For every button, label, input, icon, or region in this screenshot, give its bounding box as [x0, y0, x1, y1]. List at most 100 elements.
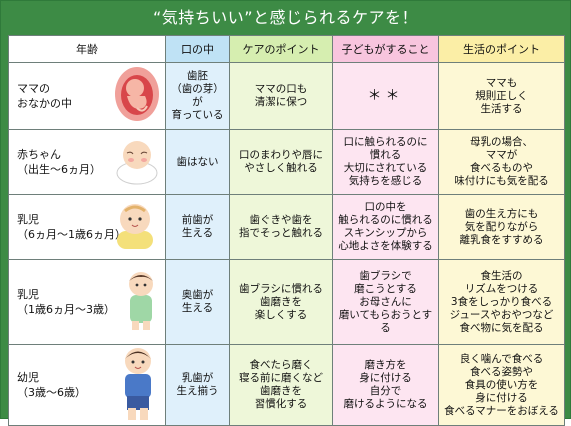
- age-label-line: （6ヵ月〜1歳6ヵ月）: [17, 228, 126, 241]
- child-cell-line: お母さんに: [359, 295, 412, 308]
- child-cell: 口に触られるのに慣れる大切にされている気持ちを感じる: [332, 129, 439, 195]
- care-cell: ママの口も清潔に保つ: [229, 62, 333, 130]
- life-cell-line: 規則正しく: [475, 89, 528, 102]
- care-cell-line: ママの口も: [254, 83, 308, 95]
- life-cell-line: 離乳食をすすめる: [459, 233, 544, 246]
- care-cell: 口のまわりや唇にやさしく触れる: [229, 129, 333, 195]
- age-label-line: （3歳〜6歳）: [17, 386, 86, 399]
- age-label-line: おなかの中: [17, 97, 72, 110]
- life-cell-line: 食生活の: [480, 269, 523, 282]
- mouth-cell-line: 前歯が: [181, 214, 214, 226]
- care-cell-line: 歯ぐきや歯を: [249, 214, 313, 226]
- header-life: 生活のポイント: [438, 35, 565, 63]
- age-cell: 赤ちゃん（出生〜6ヵ月）: [8, 129, 166, 195]
- care-cell-line: 指でそっと触れる: [239, 227, 323, 239]
- care-cell-line: 歯磨きを: [260, 385, 302, 397]
- mouth-cell-line: （歯の芽）が: [171, 83, 224, 108]
- child-cell-line: 磨こうとする: [354, 282, 417, 295]
- life-cell-line: 食べるものや: [470, 162, 533, 174]
- care-cell: 歯ブラシに慣れる歯磨きを楽しくする: [229, 259, 333, 345]
- life-cell-line: ジュースやおやつなど: [449, 308, 554, 321]
- child-cell-line: 歯ブラシで: [359, 269, 412, 282]
- oral-care-table: 年齢 口の中 ケアのポイント 子どもがすること 生活のポイント ママのおなかの中…: [8, 35, 565, 426]
- boy-icon: [115, 346, 161, 425]
- care-cell-line: 歯磨きを: [260, 295, 302, 308]
- life-cell-line: リズムをつける: [464, 282, 539, 295]
- care-cell-line: 寝る前に磨くなど: [239, 372, 323, 384]
- age-label-line: 乳児: [17, 213, 39, 226]
- mouth-cell: 奥歯が生える: [165, 259, 230, 345]
- care-cell-line: 習慣化する: [254, 398, 308, 410]
- header-row: 年齢 口の中 ケアのポイント 子どもがすること 生活のポイント: [8, 35, 565, 63]
- life-cell: 母乳の場合、ママが食べるものや味付けにも気を配る: [438, 129, 565, 195]
- mouth-cell-line: 生える: [181, 227, 214, 239]
- age-label-line: 幼児: [17, 371, 39, 384]
- child-cell-line: 磨けるようになる: [343, 398, 428, 410]
- table-row: 乳児 （6ヵ月〜1歳6ヵ月） 前歯が生える 歯ぐきや歯を指でそっと触れる口の中を触ら…: [8, 194, 565, 260]
- care-cell-line: 清潔に保つ: [254, 96, 308, 108]
- child-cell: 歯ブラシで磨こうとするお母さんに磨いてもらおうとする: [332, 259, 439, 345]
- age-label: 乳児 （6ヵ月〜1歳6ヵ月）: [17, 212, 126, 242]
- toddler-icon: [121, 269, 161, 335]
- age-label: 幼児 （3歳〜6歳）: [17, 370, 86, 400]
- age-label: 赤ちゃん（出生〜6ヵ月）: [17, 147, 101, 177]
- fetus-icon: [113, 66, 161, 126]
- mouth-cell: 乳歯が生え揃う: [165, 344, 230, 426]
- child-cell-line: 磨き方を: [364, 359, 407, 371]
- life-cell-line: 食具の使い方を: [464, 378, 539, 391]
- header-child: 子どもがすること: [332, 35, 439, 63]
- table-row: 乳児（1歳6ヵ月〜3歳） 奥歯が生える歯ブラシに慣れる歯磨きを楽しくする歯ブラシ…: [8, 259, 565, 345]
- page-title: “気持ちいい”と感じられるケアを！: [152, 8, 419, 27]
- age-label: 乳児（1歳6ヵ月〜3歳）: [17, 287, 115, 317]
- life-cell: ママも規則正しく生活する: [438, 62, 565, 130]
- care-cell: 歯ぐきや歯を指でそっと触れる: [229, 194, 333, 260]
- age-cell: 乳児 （6ヵ月〜1歳6ヵ月）: [8, 194, 166, 260]
- mouth-cell-line: 育っている: [171, 109, 224, 121]
- mouth-cell-line: 乳歯が: [181, 372, 214, 384]
- age-cell: 乳児（1歳6ヵ月〜3歳）: [8, 259, 166, 345]
- care-cell-line: 楽しくする: [254, 308, 308, 321]
- table-row: 赤ちゃん（出生〜6ヵ月） 歯はない口のまわりや唇にやさしく触れる口に触られるのに…: [8, 129, 565, 195]
- mouth-cell-line: 生え揃う: [176, 385, 219, 397]
- child-cell: 磨き方を身に付ける自分で磨けるようになる: [332, 344, 439, 426]
- child-cell: ＊＊: [332, 62, 439, 130]
- child-cell-line: 磨いてもらおうとする: [338, 308, 433, 334]
- age-label-line: ママの: [17, 82, 50, 95]
- header-care: ケアのポイント: [229, 35, 333, 63]
- care-cell-line: やさしく触れる: [244, 162, 318, 174]
- life-cell-line: 味付けにも気を配る: [454, 175, 549, 187]
- mouth-cell-line: 歯胚: [187, 70, 208, 82]
- life-cell-line: 3食をしっかり食べる: [450, 295, 553, 308]
- mouth-cell: 歯胚（歯の芽）が育っている: [165, 62, 230, 130]
- child-cell: 口の中を触られるのに慣れるスキンシップから心地よさを体験する: [332, 194, 439, 260]
- crawling-baby-icon: [109, 197, 161, 257]
- life-cell-line: 気を配りながら: [464, 220, 539, 233]
- child-cell-line: 大切にされている: [343, 162, 428, 174]
- life-cell-line: 食べるマナーをおぼえる: [444, 404, 559, 417]
- sleeping-baby-icon: [113, 135, 161, 189]
- care-cell-line: 口のまわりや唇に: [239, 149, 323, 161]
- header-age: 年齢: [8, 35, 166, 63]
- child-cell-line: 慣れる: [369, 149, 402, 161]
- age-label-line: 乳児: [17, 288, 39, 301]
- mouth-cell-line: 生える: [181, 302, 214, 314]
- life-cell: 歯の生え方にも気を配りながら離乳食をすすめる: [438, 194, 565, 260]
- care-cell: 食べたら磨く寝る前に磨くなど歯磨きを習慣化する: [229, 344, 333, 426]
- life-cell-line: 良く噛んで食べる: [459, 352, 544, 365]
- life-cell-line: 食べる姿勢や: [470, 365, 533, 378]
- child-cell-line: スキンシップから: [343, 227, 428, 239]
- age-cell: ママのおなかの中: [8, 62, 166, 130]
- life-cell-line: 生活する: [480, 102, 523, 115]
- child-cell-line: 自分で: [369, 385, 402, 397]
- life-cell-line: 歯の生え方にも: [464, 207, 539, 220]
- child-cell-line: 気持ちを感じる: [348, 175, 423, 187]
- child-cell-line: 口に触られるのに: [343, 136, 428, 148]
- mouth-cell: 歯はない: [165, 129, 230, 195]
- life-cell-line: ママも: [485, 76, 518, 89]
- age-label-line: （出生〜6ヵ月）: [17, 163, 101, 176]
- care-cell-line: 歯ブラシに慣れる: [239, 282, 323, 295]
- care-cell-line: 食べたら磨く: [249, 359, 313, 371]
- table-row: 幼児（3歳〜6歳） 乳歯が生え揃う食べたら磨く寝る前に磨くなど歯磨きを習慣化する…: [8, 344, 565, 426]
